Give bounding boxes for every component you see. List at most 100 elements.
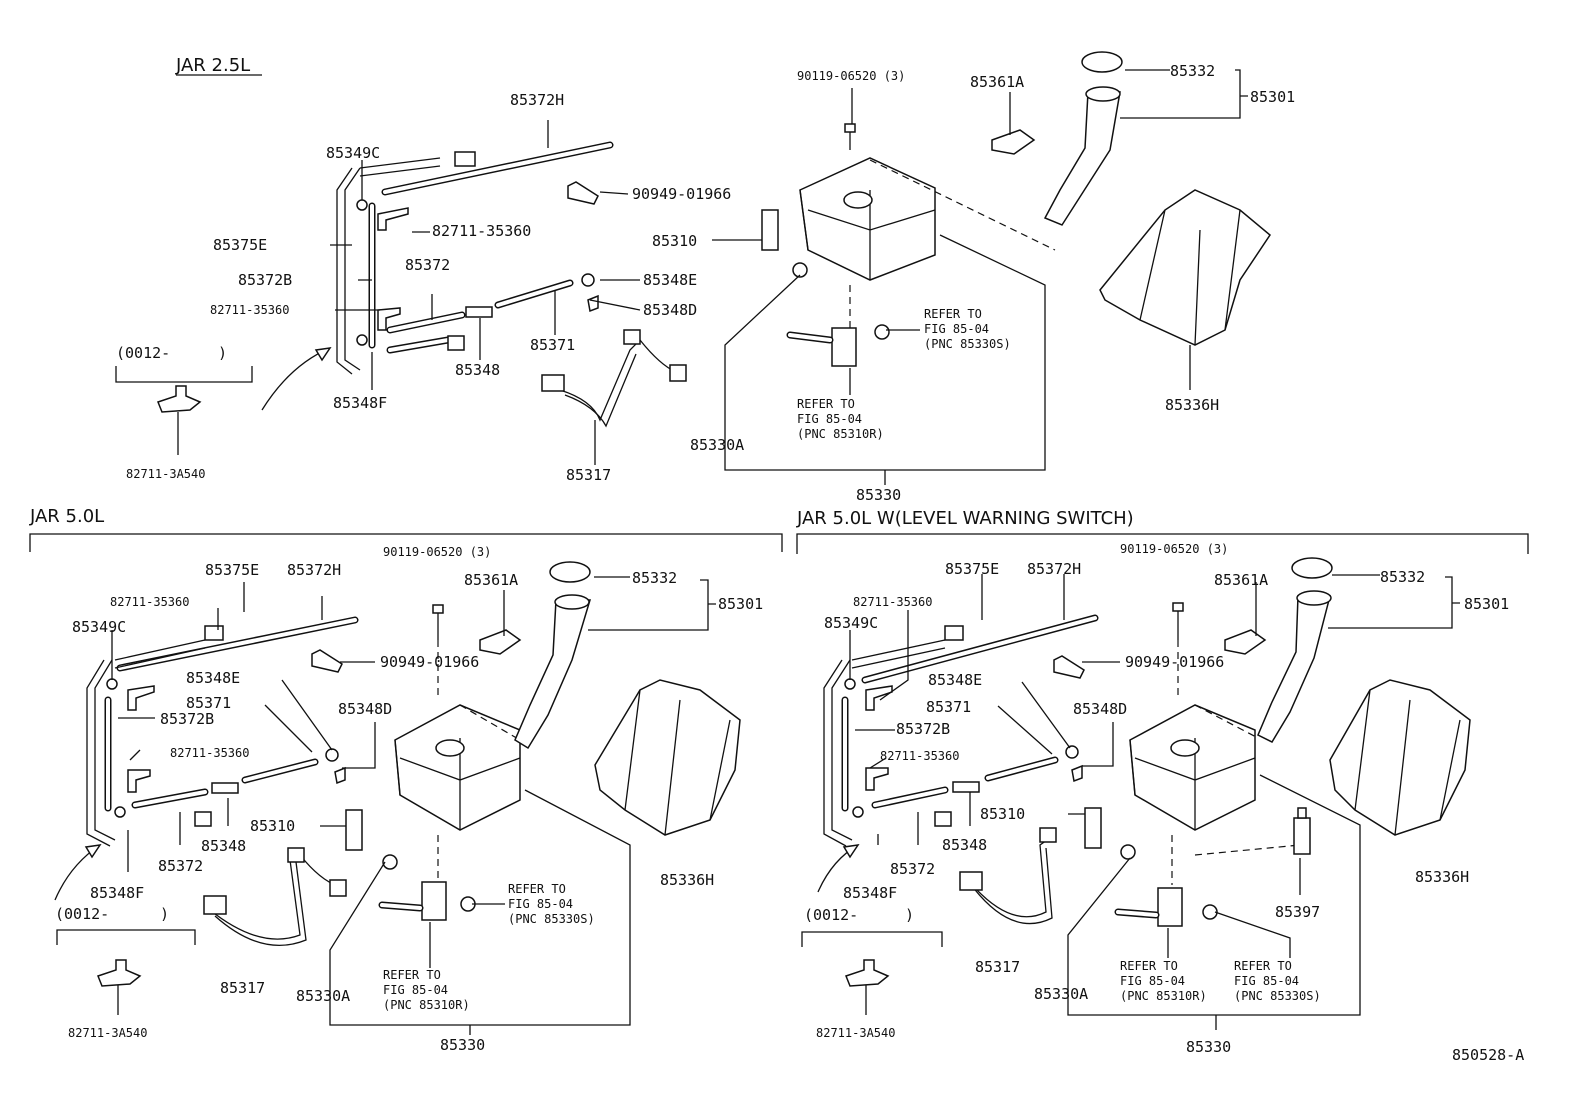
label-85330: 85330 [440, 1036, 485, 1054]
clamp-82711-35360 [127, 769, 151, 793]
label-85371: 85371 [926, 698, 971, 716]
refer-text: REFER TO [1234, 959, 1292, 973]
refer-fig: FIG 85-04 [924, 322, 989, 336]
elbow-85348D [587, 294, 599, 313]
label-85361A: 85361A [464, 571, 518, 589]
label-90119-06520: 90119-06520 (3) [797, 69, 905, 83]
refer-fig: FIG 85-04 [1234, 974, 1299, 988]
label-85348E: 85348E [643, 271, 697, 289]
refer-pnc-85330S: (PNC 85330S) [1234, 989, 1321, 1003]
grommet-icon [382, 854, 398, 870]
connector-icon [541, 374, 565, 392]
label-85349C: 85349C [326, 144, 380, 162]
elbow-85349C [356, 199, 368, 211]
label-85372: 85372 [158, 857, 203, 875]
label-85301: 85301 [1250, 88, 1295, 106]
bracket-85361A [479, 629, 522, 655]
clamp-82711-3A540 [845, 959, 890, 987]
range-start: (0012- [55, 905, 109, 923]
connector-icon [329, 879, 347, 897]
label-85310: 85310 [980, 805, 1025, 823]
refer-text: REFER TO [383, 968, 441, 982]
label-85336H: 85336H [1165, 396, 1219, 414]
wire-harness-85317 [559, 339, 641, 422]
refer-text: REFER TO [797, 397, 855, 411]
refer-text: REFER TO [508, 882, 566, 896]
refer-pnc-85310R: (PNC 85310R) [797, 427, 884, 441]
clamp-82711-35360 [377, 307, 401, 331]
refer-pnc-85330S: (PNC 85330S) [924, 337, 1011, 351]
label-85317: 85317 [975, 958, 1020, 976]
clip-90949-01966 [1053, 655, 1085, 679]
label-85372: 85372 [405, 256, 450, 274]
label-82711-3A540: 82711-3A540 [816, 1026, 895, 1040]
wire-harness-85317 [209, 854, 301, 940]
grommet-icon [1120, 844, 1136, 860]
diagram-code: 850528-A [1452, 1046, 1524, 1064]
refer-pnc-85330S: (PNC 85330S) [508, 912, 595, 926]
protector-85336H [594, 679, 741, 836]
label-85348: 85348 [201, 837, 246, 855]
grommet-refer-85330S [1202, 904, 1218, 920]
bracket-85361A [1224, 629, 1267, 655]
range-end: ) [905, 906, 914, 924]
label-85372B: 85372B [238, 271, 292, 289]
label-85336H: 85336H [660, 871, 714, 889]
pump-refer-85310R [831, 327, 857, 367]
grommet-icon [792, 262, 808, 278]
level-switch-85397 [1293, 817, 1311, 855]
joint-85348 [465, 306, 493, 318]
protector-85336H [1329, 679, 1471, 836]
elbow-85348E [581, 273, 595, 287]
refer-fig: FIG 85-04 [383, 983, 448, 997]
label-85332: 85332 [1380, 568, 1425, 586]
label-85372H: 85372H [510, 91, 564, 109]
range-end: ) [160, 905, 169, 923]
label-85332: 85332 [632, 569, 677, 587]
connector-icon [944, 625, 964, 641]
clamp-82711-35360 [377, 207, 409, 231]
elbow-85348F [852, 806, 864, 818]
label-85301: 85301 [718, 595, 763, 613]
label-85372B: 85372B [160, 710, 214, 728]
grommet-refer-85330S [874, 324, 890, 340]
label-85310: 85310 [652, 232, 697, 250]
pump-refer-85310R [421, 881, 447, 921]
label-90949-01966: 90949-01966 [1125, 653, 1224, 671]
connector-icon [669, 364, 687, 382]
label-90949-01966: 90949-01966 [632, 185, 731, 203]
pump-85310 [761, 209, 779, 251]
refer-text: REFER TO [924, 307, 982, 321]
joint-85348 [211, 782, 239, 794]
hose-85375E [94, 659, 116, 841]
elbow-85348F [114, 806, 126, 818]
elbow-85349C [844, 678, 856, 690]
filler-neck-85301 [1043, 91, 1121, 226]
pump-85310 [345, 809, 363, 851]
elbow-85348F [356, 334, 368, 346]
label-85375E: 85375E [945, 560, 999, 578]
refer-pnc-85310R: (PNC 85310R) [383, 998, 470, 1012]
clip-90949-01966 [567, 181, 599, 205]
refer-fig: FIG 85-04 [1120, 974, 1185, 988]
label-85330: 85330 [1186, 1038, 1231, 1056]
label-85330A: 85330A [1034, 985, 1088, 1003]
connector-icon [194, 811, 212, 827]
label-85372B: 85372B [896, 720, 950, 738]
label-85348F: 85348F [90, 884, 144, 902]
bolt-icon [1172, 602, 1184, 612]
label-85372: 85372 [890, 860, 935, 878]
connector-icon [204, 625, 224, 641]
range-end: ) [218, 344, 227, 362]
range-start: (0012- [116, 344, 170, 362]
bolt-icon [844, 123, 856, 133]
bolt-icon [432, 604, 444, 614]
label-82711-35360: 82711-35360 [210, 303, 289, 317]
label-85317: 85317 [220, 979, 265, 997]
section-title-jar25: JAR 2.5L [175, 55, 250, 76]
connector-icon [959, 871, 983, 891]
label-85330A: 85330A [296, 987, 350, 1005]
label-85348F: 85348F [333, 394, 387, 412]
